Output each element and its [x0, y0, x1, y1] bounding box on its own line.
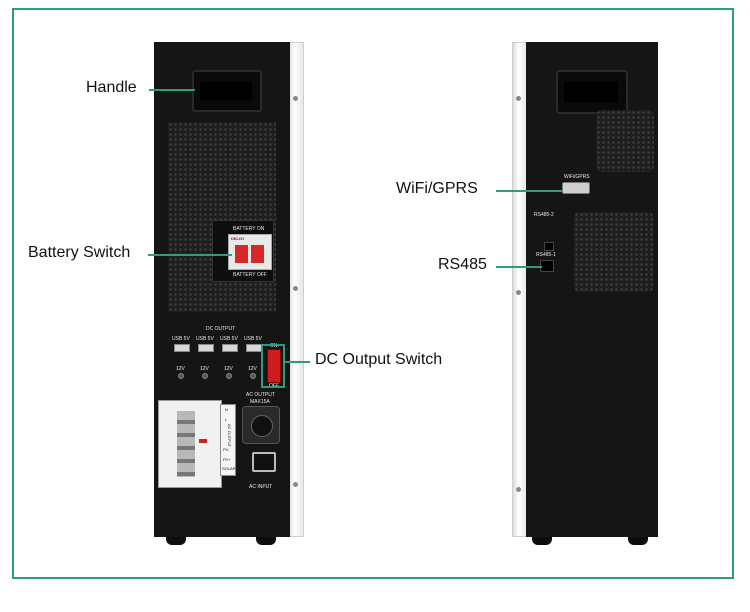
- terminal-screws: [177, 411, 195, 477]
- ac-input-label: AC INPUT: [249, 484, 273, 490]
- terminal-label-pv-minus: PV-: [223, 447, 230, 452]
- terminal-red-wire: [199, 439, 207, 443]
- rs485-callout-line: [496, 266, 542, 268]
- dc-output-panel: DC OUTPUT USB 5V USB 5V USB 5V USB 5V 12…: [166, 326, 280, 384]
- ac-input-socket[interactable]: [252, 452, 276, 472]
- v12-port-3[interactable]: [226, 373, 232, 379]
- ac-output-max-label: MAX15A: [250, 399, 270, 405]
- handle-callout-line: [149, 89, 195, 91]
- wifi-port-label: WiFi/GPRS: [564, 174, 590, 180]
- terminal-label-l: L: [225, 417, 228, 422]
- breaker-brand: DELIXI: [231, 236, 244, 241]
- terminal-label-n: N: [225, 407, 228, 412]
- front-foot-left: [166, 537, 186, 545]
- front-vent-mesh: [168, 122, 276, 312]
- front-unit-body: BATTERY ON DELIXI BATTERY OFF DC OUTPUT …: [154, 42, 290, 537]
- ac-output-socket[interactable]: [242, 406, 280, 444]
- wifi-gprs-callout: WiFi/GPRS: [396, 180, 478, 197]
- terminal-label-strip: N L AC OUTPUT PV- PV+ SOLAR: [220, 404, 236, 476]
- v12-port-4[interactable]: [250, 373, 256, 379]
- rear-fan-vent: [574, 212, 654, 292]
- v12-port-2[interactable]: [202, 373, 208, 379]
- dc-output-switch-callout-line: [284, 361, 310, 363]
- front-foot-right: [256, 537, 276, 545]
- rs485-2-port[interactable]: [544, 242, 554, 251]
- v12-label-2: 12V: [200, 366, 209, 372]
- terminal-label-ac-output: AC OUTPUT: [227, 424, 232, 448]
- terminal-block: [158, 400, 222, 488]
- terminal-label-solar: SOLAR: [222, 466, 236, 471]
- dc-output-switch-highlight: [261, 344, 285, 388]
- front-handle: [192, 70, 262, 112]
- dc-switch-on-label: ON: [270, 343, 278, 349]
- rs485-2-label: RS485-2: [534, 212, 554, 218]
- usb-port-4[interactable]: [246, 344, 262, 352]
- rs485-1-label: RS485-1: [536, 252, 556, 258]
- rear-unit-body: WiFi/GPRS RS485-2 RS485-1: [526, 42, 658, 537]
- dc-output-label: DC OUTPUT: [206, 326, 236, 332]
- front-side-screw-bottom: [293, 482, 298, 487]
- rear-side-screw-top: [516, 96, 521, 101]
- battery-on-label: BATTERY ON: [233, 226, 265, 232]
- terminal-label-pv-plus: PV+: [223, 457, 231, 462]
- rs485-1-port[interactable]: [540, 260, 554, 272]
- rear-foot-right: [628, 537, 648, 545]
- rear-handle: [556, 70, 628, 114]
- rear-vent-top: [596, 110, 654, 172]
- wifi-gprs-port[interactable]: [562, 182, 590, 194]
- handle-callout: Handle: [86, 79, 137, 96]
- usb-label-4: USB 5V: [244, 336, 262, 342]
- rear-side-screw-bottom: [516, 487, 521, 492]
- usb-label-1: USB 5V: [172, 336, 190, 342]
- usb-port-1[interactable]: [174, 344, 190, 352]
- v12-label-1: 12V: [176, 366, 185, 372]
- battery-switch-callout: Battery Switch: [28, 244, 131, 261]
- battery-switch-callout-line: [148, 254, 232, 256]
- image-frame: [12, 8, 734, 579]
- rs485-callout: RS485: [438, 256, 487, 273]
- v12-label-3: 12V: [224, 366, 233, 372]
- front-side-screw-top: [293, 96, 298, 101]
- usb-label-2: USB 5V: [196, 336, 214, 342]
- dc-output-switch-callout: DC Output Switch: [315, 351, 443, 368]
- usb-port-3[interactable]: [222, 344, 238, 352]
- breaker-toggle-right: [251, 245, 264, 263]
- rear-side-screw-mid: [516, 290, 521, 295]
- front-side-screw-mid: [293, 286, 298, 291]
- v12-port-1[interactable]: [178, 373, 184, 379]
- ac-output-label: AC OUTPUT: [246, 392, 275, 398]
- rear-foot-left: [532, 537, 552, 545]
- v12-label-4: 12V: [248, 366, 257, 372]
- usb-label-3: USB 5V: [220, 336, 238, 342]
- wifi-gprs-callout-line: [496, 190, 562, 192]
- usb-port-2[interactable]: [198, 344, 214, 352]
- breaker-toggle-left: [235, 245, 248, 263]
- battery-off-label: BATTERY OFF: [233, 272, 267, 278]
- battery-breaker[interactable]: DELIXI: [228, 234, 272, 270]
